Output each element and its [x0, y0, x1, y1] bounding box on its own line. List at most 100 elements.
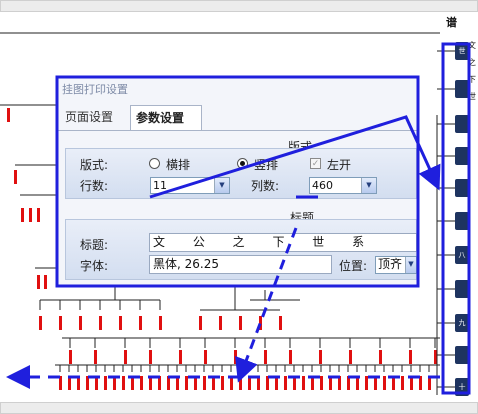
chevron-down-icon[interactable]: ▼ [361, 178, 376, 193]
person-name-mark [119, 316, 122, 330]
person-name-mark [338, 376, 341, 390]
generation-badge [455, 115, 469, 133]
radio-vertical[interactable] [237, 158, 248, 169]
bottom-scrollbar[interactable] [0, 402, 478, 414]
person-name-mark [347, 376, 350, 390]
person-name-mark [319, 350, 322, 364]
person-name-mark [264, 350, 267, 364]
chevron-down-icon[interactable]: ▼ [405, 257, 416, 273]
person-name-mark [374, 376, 377, 390]
person-name-mark [266, 376, 269, 390]
person-name-mark [428, 376, 431, 390]
person-name-mark [434, 350, 437, 364]
person-name-mark [21, 208, 24, 222]
generation-badge [455, 179, 469, 197]
radio-horizontal[interactable] [149, 158, 160, 169]
person-name-mark [212, 376, 215, 390]
person-name-mark [379, 350, 382, 364]
cols-select[interactable]: 460 ▼ [309, 177, 377, 194]
person-name-mark [149, 376, 152, 390]
title-input[interactable]: 文 公 之 下 世 系 [149, 233, 417, 252]
generation-badge: 世 [455, 42, 469, 60]
person-name-mark [37, 208, 40, 222]
chevron-down-icon[interactable]: ▼ [214, 178, 229, 193]
person-name-mark [167, 376, 170, 390]
position-label: 位置: [339, 259, 368, 273]
person-name-mark [104, 376, 107, 390]
person-name-mark [159, 316, 162, 330]
tab-divider [58, 130, 417, 131]
person-name-mark [320, 376, 323, 390]
person-name-mark [37, 275, 40, 289]
person-name-mark [86, 376, 89, 390]
person-name-mark [29, 208, 32, 222]
person-name-mark [219, 316, 222, 330]
person-name-mark [59, 376, 62, 390]
person-name-mark [131, 376, 134, 390]
person-name-mark [68, 376, 71, 390]
person-name-mark [7, 108, 10, 122]
left-open-checkbox[interactable]: ✓ [310, 158, 321, 169]
person-name-mark [419, 376, 422, 390]
generation-badge: 八 [455, 246, 469, 264]
person-name-mark [383, 376, 386, 390]
cols-label: 列数: [251, 179, 280, 193]
person-name-mark [203, 376, 206, 390]
person-name-mark [349, 350, 352, 364]
person-name-mark [234, 350, 237, 364]
print-settings-dialog: 挂图打印设置 页面设置 参数设置 版式 版式: 横排 竖排 ✓ 左开 行数: 1… [57, 77, 418, 286]
person-name-mark [194, 376, 197, 390]
person-name-mark [221, 376, 224, 390]
tab-parameters[interactable]: 参数设置 [130, 105, 202, 130]
person-name-mark [329, 376, 332, 390]
person-name-mark [199, 316, 202, 330]
person-name-mark [259, 316, 262, 330]
person-name-mark [158, 376, 161, 390]
person-name-mark [140, 376, 143, 390]
side-char: 世 [468, 92, 476, 101]
horizontal-label: 横排 [166, 158, 191, 172]
left-open-label: 左开 [327, 158, 352, 172]
person-name-mark [248, 376, 251, 390]
position-select[interactable]: 顶齐 ▼ [375, 256, 417, 274]
person-name-mark [77, 376, 80, 390]
person-name-mark [365, 376, 368, 390]
person-name-mark [44, 275, 47, 289]
generation-badge [455, 212, 469, 230]
person-name-mark [239, 316, 242, 330]
position-value: 顶齐 [378, 257, 403, 271]
person-name-mark [99, 316, 102, 330]
person-name-mark [257, 376, 260, 390]
tab-page-setup[interactable]: 页面设置 [65, 110, 114, 124]
generation-badge [455, 80, 469, 98]
person-name-mark [179, 350, 182, 364]
generation-badge: 十 [455, 378, 469, 396]
person-name-mark [14, 170, 17, 184]
person-name-mark [356, 376, 359, 390]
person-name-mark [139, 316, 142, 330]
person-name-mark [409, 350, 412, 364]
title-group: 标题: 文 公 之 下 世 系 字体: 黑体, 26.25 位置: 顶齐 ▼ [65, 219, 417, 280]
person-name-mark [124, 350, 127, 364]
side-char: 文 [468, 41, 476, 50]
person-name-mark [95, 376, 98, 390]
generation-badge [455, 346, 469, 364]
font-label: 字体: [80, 259, 109, 273]
document-title-glyph: 谱 [446, 16, 457, 29]
person-name-mark [149, 350, 152, 364]
person-name-mark [230, 376, 233, 390]
person-name-mark [113, 376, 116, 390]
person-name-mark [239, 376, 242, 390]
rows-select[interactable]: 11 ▼ [150, 177, 230, 194]
rows-label: 行数: [80, 179, 109, 193]
person-name-mark [79, 316, 82, 330]
person-name-mark [401, 376, 404, 390]
person-name-mark [69, 350, 72, 364]
font-input[interactable]: 黑体, 26.25 [149, 255, 332, 274]
top-scrollbar[interactable] [0, 0, 478, 12]
generation-badge [455, 147, 469, 165]
side-char: 下 [468, 75, 476, 84]
generation-badge: 九 [455, 314, 469, 332]
person-name-mark [293, 376, 296, 390]
layout-label: 版式: [80, 158, 109, 172]
